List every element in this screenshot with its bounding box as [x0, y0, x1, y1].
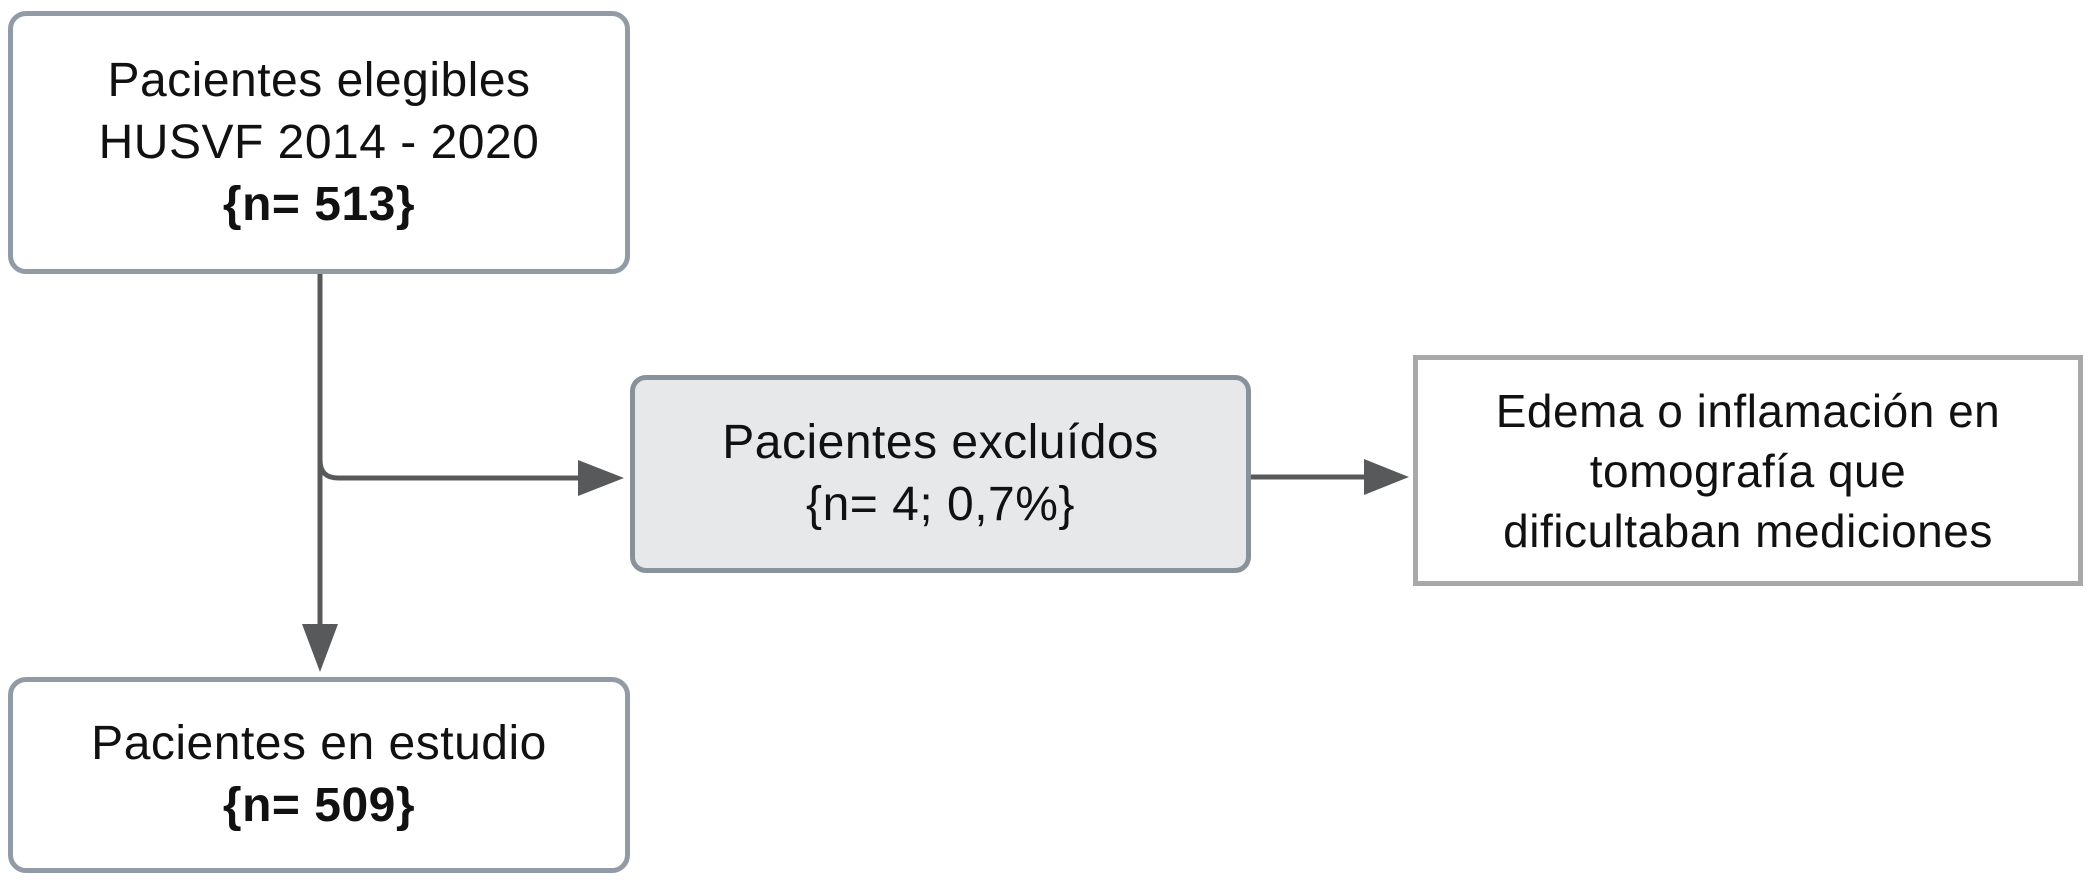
excluded-box-line-1: Pacientes excluídos	[722, 416, 1159, 469]
arrowhead-right-icon	[1364, 459, 1409, 495]
study-box-n-value: {n= 509}	[222, 779, 416, 832]
arrowhead-down-icon	[302, 624, 338, 672]
arrowhead-right-icon	[578, 460, 624, 496]
reason-box-line-1: Edema o inflamación en	[1495, 384, 2001, 437]
reason-box-line-3: dificultaban mediciones	[1503, 504, 1993, 557]
exclusion-reason-box: Edema o inflamación en tomografía que di…	[1413, 355, 2083, 586]
eligible-box-n-value: {n= 513}	[222, 177, 416, 231]
study-patients-box: Pacientes en estudio {n= 509}	[8, 677, 630, 873]
eligible-box-line-1: Pacientes elegibles	[107, 53, 531, 107]
excluded-patients-box: Pacientes excluídos {n= 4; 0,7%}	[630, 375, 1251, 573]
reason-box-line-2: tomografía que	[1589, 444, 1907, 497]
eligible-patients-box: Pacientes elegibles HUSVF 2014 - 2020 {n…	[8, 11, 630, 274]
connector-branch-to-excluded	[317, 459, 580, 481]
eligible-box-line-2: HUSVF 2014 - 2020	[98, 115, 540, 169]
study-box-line-1: Pacientes en estudio	[91, 717, 547, 770]
excluded-box-n-value: {n= 4; 0,7%}	[806, 478, 1075, 531]
